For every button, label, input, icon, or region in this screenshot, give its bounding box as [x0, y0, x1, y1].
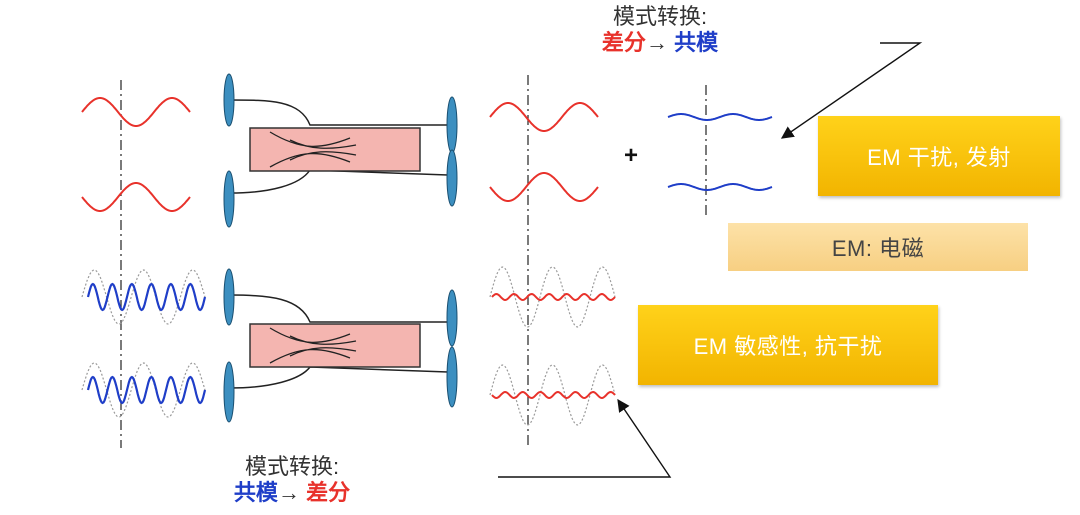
upper-left-top-connector: [223, 73, 235, 127]
lower-middle-wave-bottom: [491, 390, 616, 400]
upper-left-wave-bottom: [81, 182, 191, 212]
upper-left-bottom-connector: [223, 170, 235, 228]
upper-right-wave-bottom: [667, 183, 773, 191]
lower-twisted-pair: [269, 327, 357, 364]
lower-cable-assembly: [223, 268, 458, 423]
top-pointer-arrow: [780, 42, 923, 139]
lower-left-ghost-bottom: [81, 362, 206, 418]
upper-left-wave-top: [81, 97, 191, 127]
bottom-label-to: 差分: [306, 480, 351, 505]
lower-left-top-connector: [223, 268, 235, 326]
emission-box: EM 干扰, 发射: [818, 116, 1060, 196]
upper-cable-assembly: [223, 73, 458, 228]
upper-right-wave-top: [667, 113, 773, 121]
lower-left-wave-top: [86, 282, 207, 312]
lower-middle-wave-top: [491, 292, 616, 302]
bottom-pointer-arrow: [498, 398, 672, 478]
top-label-title: 模式转换:: [612, 4, 708, 29]
lower-left-bottom-connector: [223, 361, 235, 423]
upper-twisted-pair: [269, 131, 357, 168]
upper-bottom-wire: [229, 169, 449, 194]
upper-cable-block: [249, 127, 421, 172]
lower-cable-block: [249, 323, 421, 368]
lower-top-wire: [229, 294, 448, 323]
susceptibility-box: EM 敏感性, 抗干扰: [638, 305, 938, 385]
bottom-label-title: 模式转换:: [244, 454, 340, 479]
lower-right-bottom-connector: [446, 346, 458, 408]
lower-left-ghost-top: [81, 269, 206, 325]
upper-right-top-connector: [446, 96, 458, 154]
lower-left-wave-bottom: [86, 375, 207, 405]
bottom-mode-conversion-label: 模式转换: 共模→ 差分: [222, 454, 362, 506]
upper-middle-wave-bottom: [489, 172, 599, 202]
top-label-to: 共模: [674, 30, 719, 55]
lower-bottom-wire: [229, 366, 449, 389]
top-label-arrow: →: [645, 30, 668, 55]
bottom-label-from: 共模: [233, 480, 278, 505]
plus-sign: +: [624, 142, 639, 169]
em-definition-box: EM: 电磁: [728, 223, 1028, 271]
lower-right-top-connector: [446, 289, 458, 347]
upper-middle-wave-top: [489, 102, 599, 132]
upper-right-bottom-connector: [446, 149, 458, 207]
top-label-from: 差分: [601, 30, 646, 55]
upper-top-wire: [229, 99, 448, 126]
bottom-label-arrow: →: [277, 480, 300, 505]
top-mode-conversion-label: 模式转换: 差分→ 共模: [590, 4, 730, 56]
